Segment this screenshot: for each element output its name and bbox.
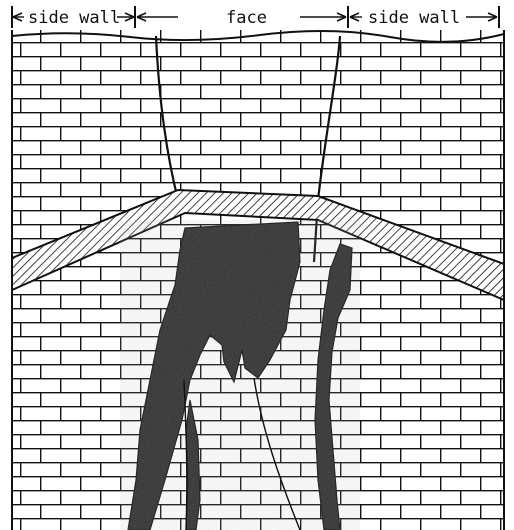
label-row: side wall face side wall [0, 0, 514, 30]
stain-area [120, 220, 360, 530]
right-side-wall-label: side wall [368, 8, 460, 28]
face-label: face [226, 8, 267, 28]
left-side-wall-label: side wall [28, 8, 120, 28]
